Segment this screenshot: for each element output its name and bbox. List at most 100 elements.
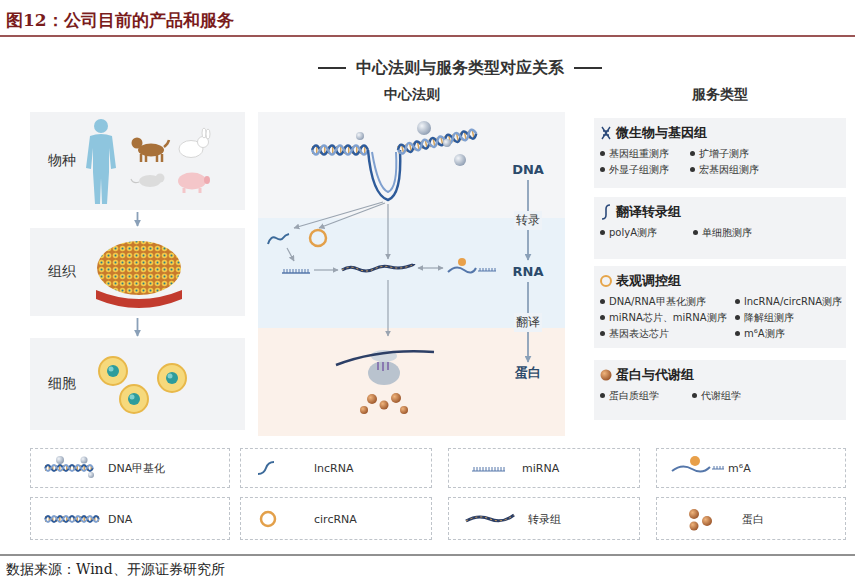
cell-figures bbox=[99, 357, 127, 385]
flow-arrow bbox=[137, 318, 139, 336]
legend-samples bbox=[45, 465, 93, 471]
process-arrows bbox=[418, 267, 443, 268]
legend-samples bbox=[45, 516, 99, 522]
stage-tag: 蛋白 bbox=[502, 364, 554, 382]
edge-label: 翻译 bbox=[514, 313, 542, 332]
figure-title: 图12：公司目前的产品和服务 bbox=[6, 9, 234, 32]
dna-helix bbox=[398, 133, 476, 150]
stage-tag: DNA bbox=[502, 160, 554, 178]
dna-helix bbox=[454, 154, 466, 166]
service-list: 蛋白质组学代谢组学 bbox=[600, 389, 840, 402]
legend-item: 蛋白 bbox=[656, 497, 846, 540]
cell-figures bbox=[120, 385, 148, 413]
ribosome-figure bbox=[368, 361, 400, 385]
source-note: 数据来源：Wind、开源证券研究所 bbox=[6, 561, 225, 579]
dna-helix bbox=[312, 146, 368, 155]
rna-figures bbox=[268, 230, 496, 273]
ribosome-figure bbox=[371, 350, 397, 362]
cell-figures bbox=[128, 393, 140, 405]
rule-lines bbox=[574, 67, 602, 69]
rna-figures bbox=[342, 264, 414, 271]
legend-samples bbox=[81, 457, 88, 464]
service-heading: 蛋白与代谢组 bbox=[600, 367, 840, 383]
species-figures bbox=[86, 119, 210, 204]
rna-figures bbox=[458, 258, 466, 266]
service-item: polyA测序 bbox=[600, 226, 693, 239]
service-item: 扩增子测序 bbox=[690, 147, 840, 160]
species-figures bbox=[179, 141, 203, 158]
service-icons bbox=[602, 127, 610, 139]
species-figures bbox=[139, 175, 161, 187]
tissue-figure bbox=[96, 241, 182, 308]
service-item: 蛋白质组学 bbox=[600, 389, 692, 402]
rna-figures bbox=[448, 267, 476, 272]
legend-label: miRNA bbox=[522, 462, 559, 475]
cell-figures bbox=[99, 357, 186, 413]
ribosome-figure bbox=[400, 406, 408, 414]
species-figures bbox=[156, 174, 165, 183]
rna-figures bbox=[342, 264, 414, 271]
service-list: polyA测序单细胞测序 bbox=[600, 226, 840, 239]
legend-samples bbox=[45, 465, 93, 471]
dna-helix bbox=[312, 121, 477, 200]
cell-figures bbox=[130, 395, 135, 400]
process-arrows bbox=[387, 204, 388, 259]
panel-heading: 中心法则 bbox=[258, 86, 565, 104]
species-figures bbox=[132, 138, 143, 149]
species-figures bbox=[131, 179, 139, 183]
legend-item: lncRNA bbox=[240, 448, 432, 488]
dna-helix bbox=[368, 150, 400, 200]
legend-label: m⁶A bbox=[728, 462, 751, 475]
service-item: DNA/RNA甲基化测序 bbox=[600, 295, 735, 308]
dna-helix bbox=[312, 146, 368, 155]
legend-item: DNA甲基化 bbox=[30, 448, 230, 488]
stage-label: 蛋白 bbox=[515, 364, 541, 382]
flow-arrow bbox=[137, 212, 139, 226]
dna-helix bbox=[397, 129, 477, 154]
legend-label: lncRNA bbox=[314, 462, 353, 475]
legend-samples bbox=[45, 465, 93, 471]
process-arrows bbox=[314, 269, 338, 270]
species-figures bbox=[138, 144, 164, 157]
service-list: 基因组重测序扩增子测序外显子组测序宏基因组测序 bbox=[600, 147, 840, 176]
species-figures bbox=[141, 140, 169, 162]
legend-samples bbox=[45, 456, 724, 531]
service-icons bbox=[601, 370, 612, 381]
legend-label: DNA甲基化 bbox=[108, 461, 165, 476]
legend-item: 转录组 bbox=[448, 497, 640, 540]
species-figures bbox=[86, 134, 116, 204]
service-icons bbox=[601, 127, 612, 381]
species-figures bbox=[94, 119, 108, 133]
panel-heading: 服务类型 bbox=[594, 86, 846, 104]
ribosome-figure bbox=[336, 351, 434, 365]
service-heading: 表观调控组 bbox=[600, 273, 840, 289]
legend-samples bbox=[712, 466, 724, 469]
legend-samples bbox=[466, 515, 514, 521]
legend-label: 蛋白 bbox=[742, 511, 764, 526]
process-arrows bbox=[387, 280, 388, 336]
service-item: 宏基因组测序 bbox=[690, 163, 840, 176]
cell-figures bbox=[168, 374, 173, 379]
service-item: m⁶A测序 bbox=[735, 327, 842, 340]
cell-figures bbox=[166, 372, 178, 384]
service-item: miRNA芯片、miRNA测序 bbox=[600, 311, 735, 324]
service-heading: 微生物与基因组 bbox=[600, 125, 840, 141]
service-item: 外显子组测序 bbox=[600, 163, 690, 176]
dogma-panel: 中心法则DNARNA蛋白 bbox=[258, 112, 565, 436]
service-icons bbox=[601, 276, 611, 286]
ribosome-figure bbox=[367, 394, 377, 404]
ribosome-figure bbox=[391, 393, 401, 403]
rule-lines bbox=[318, 67, 346, 69]
cell-figures bbox=[107, 365, 119, 377]
stage-tag: RNA bbox=[502, 262, 554, 280]
dna-helix bbox=[312, 146, 368, 155]
rna-figures bbox=[284, 269, 308, 273]
legend-label: 转录组 bbox=[528, 511, 561, 526]
sample-label: 组织 bbox=[48, 263, 76, 281]
ribosome-figure bbox=[380, 401, 389, 410]
legend-samples bbox=[702, 516, 712, 526]
edge-label: 转录 bbox=[514, 211, 542, 230]
cell-figures bbox=[158, 364, 186, 392]
legend-item: circRNA bbox=[240, 497, 432, 540]
